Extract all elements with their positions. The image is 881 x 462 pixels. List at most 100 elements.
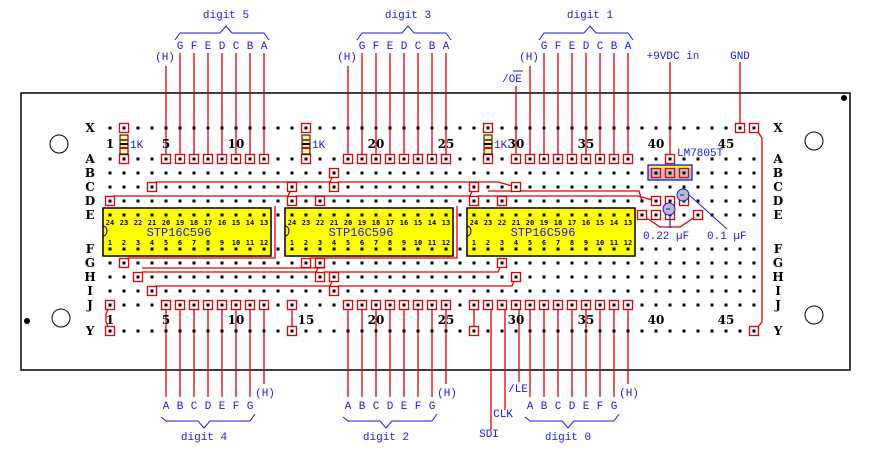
hole — [710, 199, 714, 203]
hole — [444, 329, 448, 333]
chip-pin-hole — [388, 213, 392, 217]
resistor-band — [484, 143, 492, 145]
hole — [276, 199, 280, 203]
hole — [304, 171, 308, 175]
hole — [402, 261, 406, 265]
resistor-label: 1K — [130, 140, 144, 152]
hole — [752, 289, 756, 293]
hole — [710, 171, 714, 175]
hole — [248, 171, 252, 175]
hole — [500, 275, 504, 279]
hole — [556, 303, 560, 307]
hole — [332, 185, 336, 189]
hole — [374, 199, 378, 203]
hole — [710, 275, 714, 279]
hole — [682, 171, 686, 175]
chip-pin-number: 18 — [372, 219, 380, 227]
hole — [346, 275, 350, 279]
hole — [332, 157, 336, 161]
hole — [570, 261, 574, 265]
segment-label: B — [611, 41, 618, 53]
hole — [318, 261, 322, 265]
chip-pin-hole — [332, 247, 336, 251]
segment-label: A — [345, 401, 352, 413]
hole — [444, 126, 448, 130]
column-number-top: 45 — [718, 137, 735, 151]
hole — [388, 199, 392, 203]
chip-pin-hole — [402, 213, 406, 217]
segment-label: E — [219, 401, 226, 413]
chip-pin-number: 19 — [540, 219, 548, 227]
hole — [444, 261, 448, 265]
chip-pin-hole — [430, 247, 434, 251]
hole — [276, 303, 280, 307]
hole — [136, 329, 140, 333]
hole — [262, 126, 266, 130]
hole — [108, 126, 112, 130]
chip-pin-hole — [290, 213, 294, 217]
hole — [262, 157, 266, 161]
hole — [416, 329, 420, 333]
hole — [556, 329, 560, 333]
hole — [388, 303, 392, 307]
resistor-band — [484, 139, 492, 141]
hole — [752, 247, 756, 251]
hole — [654, 289, 658, 293]
hole — [654, 157, 658, 161]
hole — [220, 126, 224, 130]
hole — [486, 289, 490, 293]
hole — [332, 275, 336, 279]
hole — [640, 171, 644, 175]
hole — [374, 185, 378, 189]
hole — [206, 185, 210, 189]
hole — [752, 213, 756, 217]
column-number-top: 20 — [368, 137, 385, 151]
segment-label: A — [443, 41, 450, 53]
hole — [206, 303, 210, 307]
hole — [528, 275, 532, 279]
parts-layer: 241232223214205196187178169151014111312S… — [102, 134, 728, 257]
chip-pin-number: 1 — [108, 239, 112, 247]
chip-pin-hole — [304, 247, 308, 251]
hole — [472, 199, 476, 203]
hole — [248, 261, 252, 265]
chip-pin-number: 24 — [106, 219, 114, 227]
hole — [626, 303, 630, 307]
hole — [668, 329, 672, 333]
dp-label: (H) — [519, 52, 539, 64]
hole — [360, 261, 364, 265]
hole — [220, 329, 224, 333]
hole — [500, 199, 504, 203]
chip-pin-hole — [360, 247, 364, 251]
chip-pin-hole — [262, 247, 266, 251]
hole — [136, 289, 140, 293]
row-label-left: B — [85, 166, 95, 180]
hole — [388, 171, 392, 175]
column-number-bottom: 5 — [162, 313, 170, 327]
chip-pin-hole — [486, 247, 490, 251]
hole — [220, 171, 224, 175]
hole — [584, 171, 588, 175]
hole — [654, 275, 658, 279]
column-number-top: 25 — [438, 137, 455, 151]
hole — [528, 126, 532, 130]
hole — [374, 261, 378, 265]
chip-pin-hole — [136, 247, 140, 251]
hole — [318, 289, 322, 293]
hole — [276, 126, 280, 130]
hole — [612, 329, 616, 333]
hole — [458, 303, 462, 307]
chip-pin-number: 3 — [136, 239, 140, 247]
hole — [654, 303, 658, 307]
hole — [570, 126, 574, 130]
hole — [304, 261, 308, 265]
hole — [318, 329, 322, 333]
hole — [626, 289, 630, 293]
chip-pin-hole — [346, 247, 350, 251]
hole — [150, 157, 154, 161]
segment-label: A — [163, 401, 170, 413]
oe-label: /OE — [502, 74, 522, 86]
chip-label: STP16C596 — [329, 226, 394, 240]
hole — [388, 261, 392, 265]
chip-pin-hole — [626, 247, 630, 251]
